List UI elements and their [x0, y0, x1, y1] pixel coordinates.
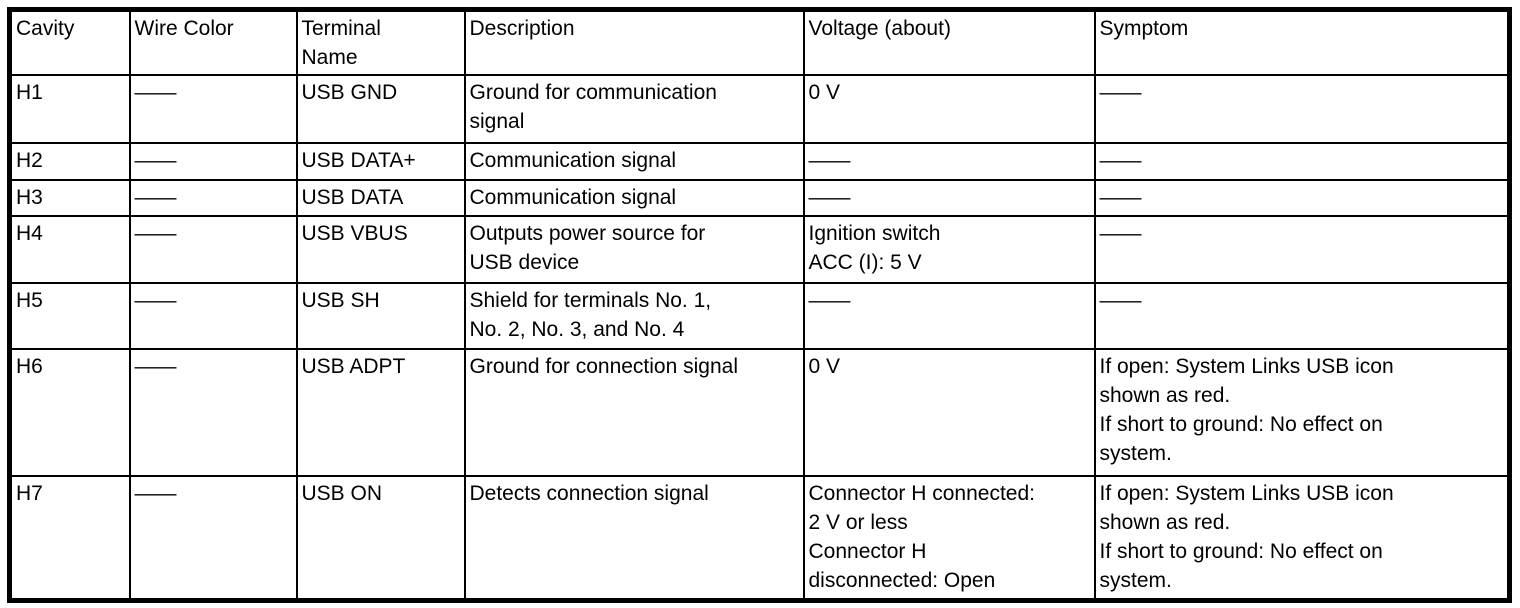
wire-color-cell: —— [128, 475, 298, 601]
symptom-cell: —— [1093, 142, 1511, 181]
symptom-cell: —— [1093, 282, 1511, 350]
terminal-pinout-table: Cavity Wire Color Terminal Name Descript… [7, 7, 1512, 603]
wire-color-cell: —— [128, 282, 298, 350]
voltage-cell: —— [802, 142, 1096, 181]
terminal-name-cell: USB DATA+ [295, 142, 466, 181]
cavity-cell: H3 [8, 179, 131, 217]
terminal-name-cell: USB ADPT [295, 348, 466, 477]
cavity-cell: H2 [8, 142, 131, 181]
wire-color-cell: —— [128, 215, 298, 284]
terminal-name-cell: USB ON [295, 475, 466, 601]
description-cell: Communication signal [463, 142, 805, 181]
terminal-name-cell: USB VBUS [295, 215, 466, 284]
symptom-cell: —— [1093, 179, 1511, 217]
symptom-cell: —— [1093, 215, 1511, 284]
wire-color-cell: —— [128, 142, 298, 181]
voltage-cell: —— [802, 179, 1096, 217]
voltage-cell: 0 V [802, 348, 1096, 477]
terminal-name-cell: USB SH [295, 282, 466, 350]
table-header-row: Cavity Wire Color Terminal Name Descript… [8, 8, 1511, 76]
cavity-cell: H5 [8, 282, 131, 350]
table-row-h1: H1 —— USB GND Ground for communication s… [8, 74, 1511, 144]
column-header-terminal-name: Terminal Name [295, 8, 466, 76]
wire-color-cell: —— [128, 348, 298, 477]
voltage-cell: 0 V [802, 74, 1096, 144]
voltage-cell: Connector H connected: 2 V or less Conne… [802, 475, 1096, 601]
cavity-cell: H6 [8, 348, 131, 477]
symptom-cell: If open: System Links USB icon shown as … [1093, 348, 1511, 477]
cavity-cell: H1 [8, 74, 131, 144]
table-row-h7: H7 —— USB ON Detects connection signal C… [8, 475, 1511, 601]
column-header-symptom: Symptom [1093, 8, 1511, 76]
table-row-h5: H5 —— USB SH Shield for terminals No. 1,… [8, 282, 1511, 350]
description-cell: Detects connection signal [463, 475, 805, 601]
column-header-wire-color: Wire Color [128, 8, 298, 76]
cavity-cell: H4 [8, 215, 131, 284]
column-header-voltage: Voltage (about) [802, 8, 1096, 76]
wire-color-cell: —— [128, 179, 298, 217]
voltage-cell: —— [802, 282, 1096, 350]
column-header-cavity: Cavity [8, 8, 131, 76]
description-cell: Outputs power source for USB device [463, 215, 805, 284]
table-row-h4: H4 —— USB VBUS Outputs power source for … [8, 215, 1511, 284]
voltage-cell: Ignition switch ACC (I): 5 V [802, 215, 1096, 284]
table-row-h2: H2 —— USB DATA+ Communication signal —— … [8, 142, 1511, 181]
description-cell: Ground for communication signal [463, 74, 805, 144]
cavity-cell: H7 [8, 475, 131, 601]
table-row-h3: H3 —— USB DATA Communication signal —— —… [8, 179, 1511, 217]
symptom-cell: —— [1093, 74, 1511, 144]
terminal-name-cell: USB DATA [295, 179, 466, 217]
description-cell: Ground for connection signal [463, 348, 805, 477]
wire-color-cell: —— [128, 74, 298, 144]
column-header-description: Description [463, 8, 805, 76]
description-cell: Communication signal [463, 179, 805, 217]
table-row-h6: H6 —— USB ADPT Ground for connection sig… [8, 348, 1511, 477]
terminal-name-cell: USB GND [295, 74, 466, 144]
description-cell: Shield for terminals No. 1, No. 2, No. 3… [463, 282, 805, 350]
symptom-cell: If open: System Links USB icon shown as … [1093, 475, 1511, 601]
